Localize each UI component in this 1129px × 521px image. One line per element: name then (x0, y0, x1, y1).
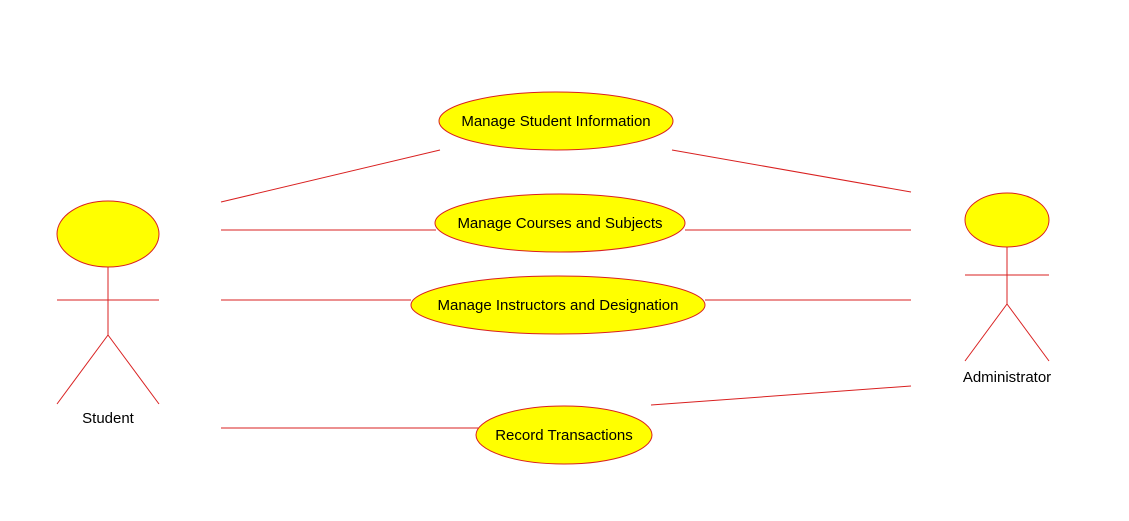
actor-student[interactable]: Student (56, 200, 160, 427)
actor-administrator[interactable]: Administrator (963, 192, 1051, 386)
association-student-manage-student-information (220, 149, 441, 203)
use-case-ellipse (475, 405, 653, 465)
actor-right-leg (1006, 303, 1050, 362)
use-case-label: Record Transactions (495, 427, 633, 444)
use-case-label: Manage Student Information (461, 113, 650, 130)
use-case-ellipse (438, 91, 674, 151)
associations (220, 149, 912, 429)
use-case-manage-student-information[interactable]: Manage Student Information (438, 91, 674, 151)
actor-label: Administrator (963, 369, 1051, 386)
actor-left-leg (56, 334, 109, 405)
actor-left-leg (964, 303, 1008, 362)
use-case-manage-courses-and-subjects[interactable]: Manage Courses and Subjects (434, 193, 686, 253)
actor-head (964, 192, 1050, 248)
use-case-label: Manage Courses and Subjects (457, 215, 662, 232)
use-case-label: Manage Instructors and Designation (438, 297, 679, 314)
association-administrator-manage-student-information (671, 149, 912, 193)
use-case-ellipse (410, 275, 706, 335)
use-case-ellipse (434, 193, 686, 253)
association-administrator-record-transactions (650, 385, 912, 406)
actor-head (56, 200, 160, 268)
use-case-record-transactions[interactable]: Record Transactions (475, 405, 653, 465)
actor-label: Student (82, 410, 135, 427)
use-case-manage-instructors-and-designation[interactable]: Manage Instructors and Designation (410, 275, 706, 335)
actor-right-leg (107, 334, 160, 405)
